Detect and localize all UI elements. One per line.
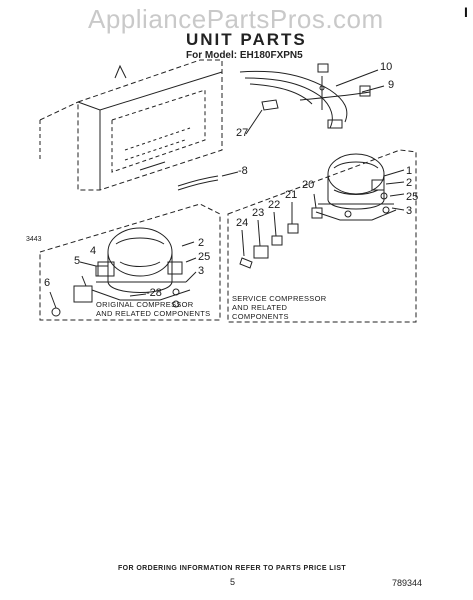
- watermark: AppliancePartsPros.com: [88, 4, 384, 34]
- service-compressor: [315, 153, 397, 221]
- overload-4: [95, 265, 109, 277]
- label-2-service: 2: [406, 177, 413, 189]
- label-21: 21: [285, 189, 298, 201]
- label-27: 27: [236, 127, 249, 139]
- part-23: [253, 245, 269, 259]
- clip-6: [51, 307, 61, 317]
- label-9: 9: [388, 79, 395, 91]
- label-5: 5: [74, 255, 81, 267]
- label-2-original: 2: [198, 237, 205, 249]
- page-title: UNIT PARTS: [186, 30, 307, 49]
- original-compressor: [91, 227, 191, 301]
- label-6: 6: [44, 277, 51, 289]
- relay-5: [73, 285, 93, 303]
- label-23: 23: [252, 207, 265, 219]
- model-line: For Model: EH180FXPN5: [186, 50, 303, 61]
- label-8: -8: [238, 165, 248, 177]
- part-24: [239, 257, 253, 269]
- ordering-note: FOR ORDERING INFORMATION REFER TO PARTS …: [118, 565, 347, 572]
- part-21: [287, 223, 299, 234]
- label-code: 3443: [26, 236, 42, 243]
- label-3-service: 3: [406, 205, 413, 217]
- label-25-service: 25: [406, 191, 419, 203]
- part-20: [311, 207, 323, 219]
- wiring-harness: [239, 63, 371, 129]
- label-28: -28: [146, 287, 162, 299]
- page-number: 5: [230, 577, 236, 587]
- corner-mark: I: [464, 4, 468, 20]
- label-1: 1: [406, 165, 413, 177]
- part-22: [271, 235, 283, 246]
- label-10: 10: [380, 61, 393, 73]
- caption-original-2: AND RELATED COMPONENTS: [96, 309, 211, 318]
- caption-service-2: AND RELATED: [232, 303, 288, 312]
- caption-original-1: ORIGINAL COMPRESSOR: [96, 300, 194, 309]
- label-4: 4: [90, 245, 97, 257]
- label-3-original: 3: [198, 265, 205, 277]
- cabinet-drawing: [39, 59, 223, 191]
- drier-8: [177, 175, 219, 187]
- service-compressor-box: [227, 149, 417, 323]
- document-number: 789344: [392, 578, 423, 588]
- label-22: 22: [268, 199, 281, 211]
- label-24: 24: [236, 217, 249, 229]
- caption-service-3: COMPONENTS: [232, 312, 289, 321]
- original-compressor-box: [39, 203, 221, 321]
- label-25-original: 25: [198, 251, 211, 263]
- fitting-27: [261, 99, 279, 111]
- label-20: 20: [302, 179, 315, 191]
- caption-service-1: SERVICE COMPRESSOR: [232, 294, 327, 303]
